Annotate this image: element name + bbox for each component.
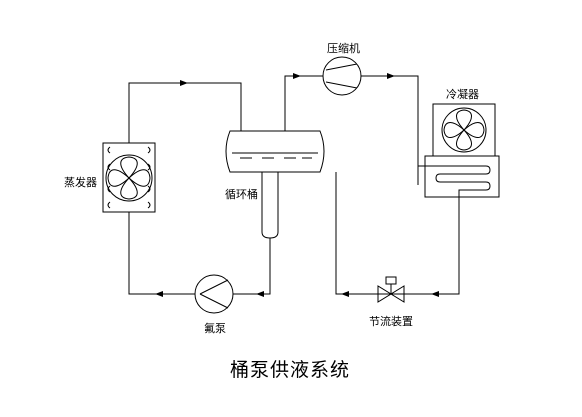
flow-arrow-icon [387,73,395,79]
circulation-barrel [225,130,325,239]
flow-arrow-icon [155,291,163,297]
condenser-fan-icon [441,107,487,153]
pipe-condenser-to-barrel [335,172,460,295]
evaporator-fan-icon [105,154,153,202]
condenser-top-box [432,103,496,157]
compressor-icon [322,56,362,96]
flow-arrow-icon [293,73,301,79]
throttle-device-label: 节流装置 [369,314,413,328]
condenser-coil [418,165,491,197]
pipe-pump-to-evaporator [128,212,195,295]
pipe-compressor-to-condenser [361,75,419,185]
condenser [418,103,500,198]
condenser-lower-box [424,155,500,198]
evaporator-fins-right [147,146,151,209]
pipe-evaporator-to-barrel [128,82,242,143]
diagram-title: 桶泵供液系统 [230,359,350,381]
refrigerant-pump-label: 氟泵 [204,322,226,335]
evaporator-label: 蒸发器 [64,175,97,189]
condenser-label: 冷凝器 [446,87,479,101]
throttle-valve-icon [377,276,405,303]
evaporator [102,142,156,213]
pipe-barrel-to-compressor [284,75,323,131]
flow-arrows [155,73,439,297]
barrel-body [225,130,325,173]
barrel-leg [261,172,279,239]
flow-arrow-icon [180,80,188,86]
flow-arrow-icon [341,291,349,297]
flow-arrow-icon [431,291,439,297]
refrigerant-pump-icon [194,274,234,314]
pipes [128,75,460,295]
barrel-liquid-level [232,152,318,159]
compressor-label: 压缩机 [327,41,360,55]
evaporator-fins-left [107,146,111,209]
circulation-barrel-label: 循环桶 [225,187,258,201]
flow-arrow-icon [256,291,264,297]
pipe-barrel-to-pump [233,238,271,295]
